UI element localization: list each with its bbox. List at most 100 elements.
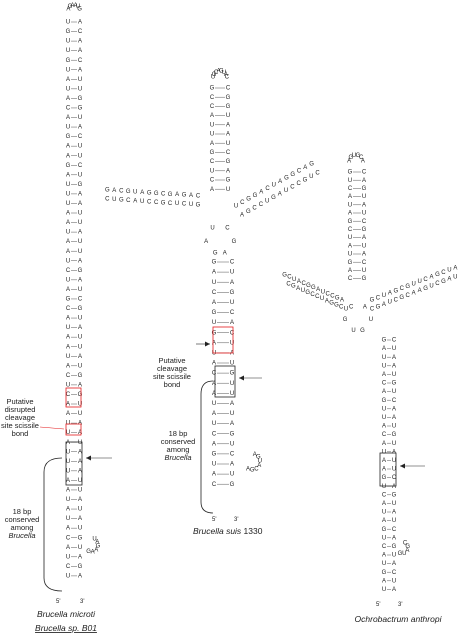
ochro-stem-nt: A xyxy=(382,372,386,378)
suis-leftarm-nt: C xyxy=(161,191,166,197)
suis-toploop-nt: G xyxy=(212,72,217,78)
ochro-rightarm-nt: G xyxy=(370,298,375,304)
suis-topstem-nt: C xyxy=(210,95,215,101)
suis-leftarm-nt: A xyxy=(189,193,193,199)
ochro-stem-nt: U xyxy=(392,389,396,395)
ochro-junction-nt: C xyxy=(349,305,354,311)
microti-stem-nt: U xyxy=(66,39,70,45)
ochro-rightarm-nt: C xyxy=(376,295,381,301)
suis-stem-nt: C xyxy=(212,431,217,437)
suis-stem-nt: A xyxy=(230,320,234,326)
ochro-topstem-nt: A xyxy=(362,202,366,208)
suis-rightarm-nt: U xyxy=(284,188,288,194)
suis-cleavage-label-1: Putative xyxy=(158,356,185,365)
suis-rightarm-nt: C xyxy=(259,202,264,208)
microti-stem-nt: U xyxy=(78,220,82,226)
suis-stem-nt: C xyxy=(230,451,235,457)
suis-stem-nt: A xyxy=(230,462,234,468)
microti-conserved-box xyxy=(65,441,83,486)
suis-toploop-nt: C xyxy=(225,74,230,80)
ochro-stem-nt: A xyxy=(382,501,386,507)
microti-stem-nt: U xyxy=(66,430,70,436)
ochro-topstem-nt: G xyxy=(362,186,367,192)
microti-stem-nt: A xyxy=(66,220,70,226)
ochro-stem-nt: C xyxy=(382,381,387,387)
microti-stem-nt: A xyxy=(66,115,70,121)
ochro-leftarm-nt: U xyxy=(292,277,296,283)
microti-disrupted-label-3: cleavage xyxy=(5,413,35,422)
microti-stem-nt: A xyxy=(66,77,70,83)
suis-stem-nt: A xyxy=(212,381,216,387)
microti-stem-nt: A xyxy=(78,430,82,436)
ochro-stem-nt: A xyxy=(392,535,396,541)
ochro-three-prime: 3' xyxy=(398,602,402,608)
ochro-topstem-nt: A xyxy=(348,268,352,274)
microti-stem-nt: A xyxy=(66,478,70,484)
ochro-leftarm-nt: C xyxy=(287,275,292,281)
ochro-stem-nt: U xyxy=(392,441,396,447)
ochro-stem-nt: G xyxy=(382,475,387,481)
microti-bulge-nt: G xyxy=(96,544,101,550)
suis-stem-nt: U xyxy=(212,421,216,427)
ochro-leftarm-nt: U xyxy=(301,288,305,294)
microti-stem-nt: G xyxy=(66,29,71,35)
microti-stem-nt: A xyxy=(78,325,82,331)
ochro-stem-nt: A xyxy=(392,510,396,516)
microti-stem-nt: C xyxy=(66,535,71,541)
suis-leftarm-nt: G xyxy=(147,190,152,196)
ochro-bulge-nt: C xyxy=(403,540,408,546)
ochro-leftarm-nt: C xyxy=(310,292,315,298)
suis-stem-nt: A xyxy=(230,401,234,407)
ochro-stem-nt: G xyxy=(392,492,397,498)
suis-topstem-nt: G xyxy=(210,86,215,92)
suis-rightarm-nt: C xyxy=(252,206,257,212)
suis-rightarm-nt: G xyxy=(271,195,276,201)
suis-leftarm-nt: C xyxy=(168,201,173,207)
ochro-stem-nt: A xyxy=(392,587,396,593)
ochro-stem-nt: U xyxy=(392,346,396,352)
microti-loop-nt: A xyxy=(66,7,70,13)
microti-stem-nt: U xyxy=(66,86,70,92)
suis-stem-nt: C xyxy=(230,330,235,336)
suis-conserved-label-1: 18 bp xyxy=(169,429,188,438)
suis-bulge-nt: G xyxy=(256,455,261,461)
suis-topstem-nt: A xyxy=(210,187,214,193)
suis-leftarm-nt: U xyxy=(175,201,179,207)
suis-stem-nt: U xyxy=(212,320,216,326)
suis-rightarm-nt: U xyxy=(309,174,313,180)
suis-leftarm-nt: G xyxy=(105,188,110,194)
suis-leftarm-nt: C xyxy=(196,194,201,200)
suis-stem-nt: C xyxy=(230,260,235,266)
suis-rightarm-nt: C xyxy=(290,185,295,191)
microti-stem-nt: A xyxy=(78,201,82,207)
suis-rightarm-nt: G xyxy=(303,178,308,184)
ochro-topstem-nt: U xyxy=(362,268,366,274)
microti-stem-nt: U xyxy=(78,335,82,341)
ochro-caption: Ochrobactrum anthropi xyxy=(355,614,443,624)
suis-topstem-nt: A xyxy=(210,113,214,119)
ochro-stem-nt: U xyxy=(392,501,396,507)
microti-stem-nt: U xyxy=(78,239,82,245)
suis-stem-nt: C xyxy=(212,371,217,377)
suis-topstem-nt: U xyxy=(226,141,230,147)
ochro-toploop-nt: G xyxy=(348,155,353,161)
suis-rightarm-nt: C xyxy=(315,171,320,177)
ochro-topstem-nt: G xyxy=(348,170,353,176)
microti-stem-nt: C xyxy=(78,29,83,35)
microti-stem-nt: A xyxy=(78,48,82,54)
suis-junction-nt: G xyxy=(232,239,237,245)
suis-topstem-nt: A xyxy=(210,141,214,147)
microti-stem-nt: A xyxy=(78,67,82,73)
suis-topstem-nt: C xyxy=(210,159,215,165)
microti-arrow-head xyxy=(86,455,91,461)
microti-stem-nt: U xyxy=(66,201,70,207)
microti-stem-nt: A xyxy=(78,258,82,264)
ochro-topstem-nt: A xyxy=(348,194,352,200)
ochro-stem-nt: G xyxy=(382,570,387,576)
ochro-leftarm-nt: C xyxy=(302,281,307,287)
microti-stem-nt: A xyxy=(66,402,70,408)
suis-stem-nt: U xyxy=(212,350,216,356)
suis-stem-nt: G xyxy=(230,371,235,377)
